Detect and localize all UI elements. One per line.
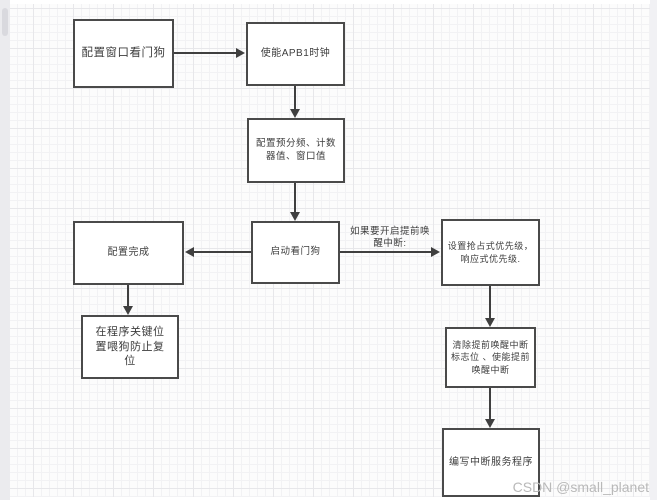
edge-line — [194, 251, 251, 253]
node-write-isr[interactable]: 编写中断服务程序 — [442, 428, 540, 497]
arrowhead-right-icon — [236, 48, 245, 58]
edge-line — [489, 286, 491, 318]
node-enable-apb1-clock[interactable]: 使能APB1时钟 — [246, 22, 345, 86]
edge-condition-label: 如果要开启提前唤醒中断: — [349, 226, 430, 249]
edge-line — [489, 388, 491, 419]
left-scrollbar-track — [0, 0, 10, 500]
arrowhead-down-icon — [485, 318, 495, 327]
node-configuration-complete[interactable]: 配置完成 — [73, 221, 184, 285]
edge-line — [294, 183, 296, 212]
arrowhead-right-icon — [431, 247, 440, 257]
canvas-top-margin — [10, 0, 650, 4]
canvas-bottom-margin — [10, 497, 650, 500]
edge-line — [340, 251, 431, 253]
arrowhead-down-icon — [123, 306, 133, 315]
node-clear-flag-enable-interrupt[interactable]: 清除提前唤醒中断标志位 、使能提前唤醒中断 — [445, 327, 536, 388]
node-feed-dog-prevent-reset[interactable]: 在程序关键位置喂狗防止复位 — [81, 315, 179, 379]
node-configure-window-watchdog[interactable]: 配置窗口看门狗 — [73, 19, 174, 88]
arrowhead-down-icon — [485, 419, 495, 428]
node-configure-prescaler-counter-window[interactable]: 配置预分频、计数器值、窗口值 — [247, 118, 345, 183]
left-scrollbar-thumb[interactable] — [2, 8, 8, 36]
arrowhead-down-icon — [290, 109, 300, 118]
arrowhead-left-icon — [185, 247, 194, 257]
node-start-watchdog[interactable]: 启动看门狗 — [251, 221, 340, 284]
node-set-priorities[interactable]: 设置抢占式优先级，响应式优先级. — [441, 219, 540, 286]
edge-line — [174, 52, 236, 54]
edge-line — [127, 285, 129, 306]
arrowhead-down-icon — [290, 212, 300, 221]
edge-line — [294, 86, 296, 109]
csdn-watermark: CSDN @small_planet — [512, 479, 649, 495]
right-panel-edge — [650, 0, 657, 500]
